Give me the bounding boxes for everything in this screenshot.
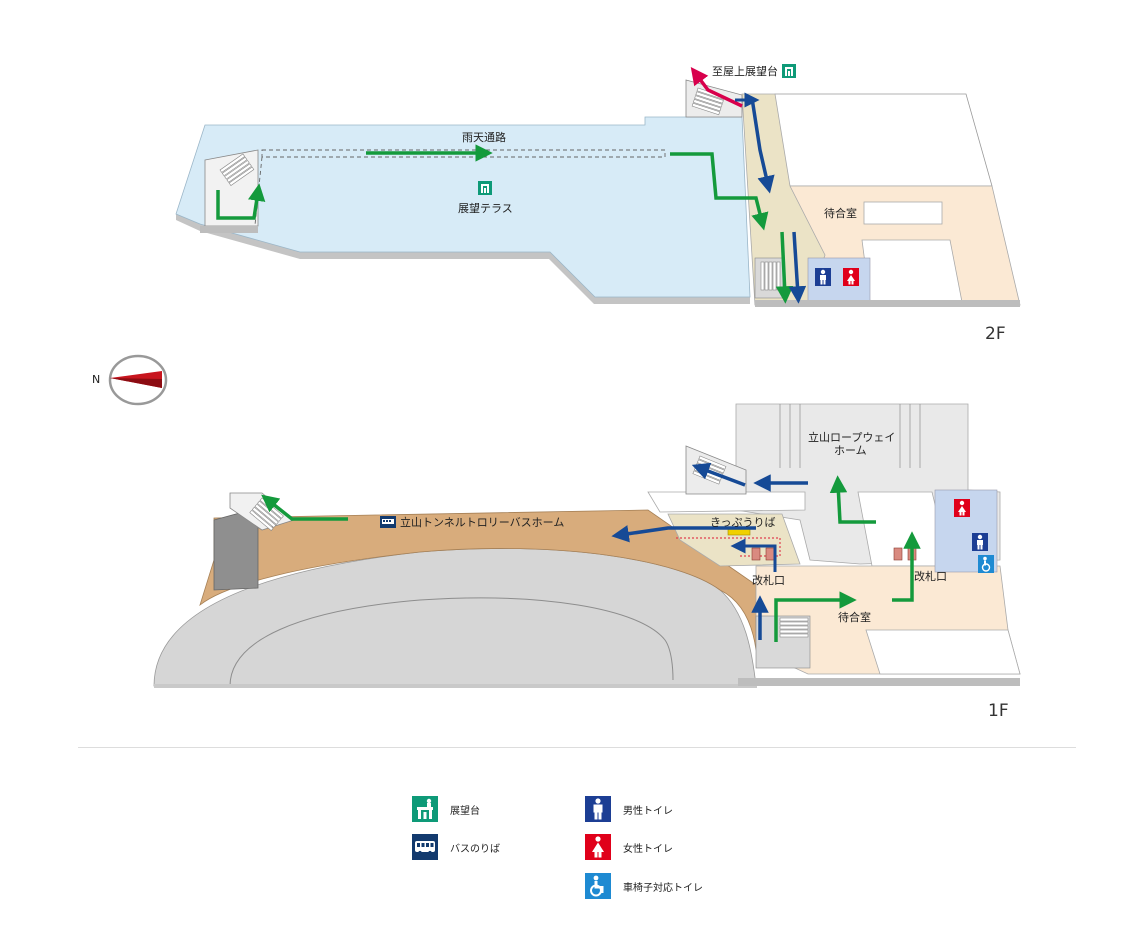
rain-corridor-outline [261, 149, 666, 158]
route-blue-to-bus [611, 525, 756, 543]
route-green-bus-stairs [261, 494, 348, 521]
upper-wall-block [774, 93, 993, 187]
waiting-room-bench [863, 201, 943, 225]
ticket-gate-label-2: 改札口 [914, 569, 947, 583]
stairs-to-1f [760, 261, 781, 291]
observation-deck-icon [478, 181, 492, 195]
route-red-to-rooftop [690, 67, 743, 108]
observation-terrace-area [175, 116, 751, 298]
legend-label: 車椅子対応トイレ [623, 882, 703, 894]
route-blue-from-rooftop [750, 97, 775, 194]
legend-label: 女性トイレ [623, 843, 673, 855]
legend-item-bus: バスのりば [412, 834, 500, 860]
terrace-stair-block [204, 149, 259, 227]
ropeway-platform-label-2: ホーム [834, 444, 867, 457]
building-base-2f [755, 300, 1020, 307]
observation-deck-icon [412, 796, 438, 822]
route-green-gate-2 [892, 531, 921, 602]
route-green-to-stairs [670, 152, 769, 231]
waiting-room-label-1f: 待合室 [838, 610, 871, 624]
room-block-2f [861, 239, 963, 303]
track-inner-line [229, 597, 674, 687]
ticket-office-label: きっぷうりば [710, 516, 776, 529]
rooftop-observation-label: 至屋上展望台 [712, 64, 778, 78]
ropeway-track-lines [779, 404, 921, 468]
bus-icon [380, 516, 396, 528]
route-blue-ropeway-stairs [691, 462, 746, 487]
rain-corridor-label: 雨天通路 [462, 131, 506, 144]
legend-item-wheelchair-toilet: 車椅子対応トイレ [585, 873, 703, 899]
womens-toilet-icon [954, 499, 970, 517]
legend-item-mens-toilet: 男性トイレ [585, 796, 673, 822]
ropeway-corridor-wall [647, 491, 806, 513]
floor-1f: 立山ロープウェイ ホーム 立山トンネルトロリーバスホーム きっぷうりば 改札口 … [153, 403, 1021, 721]
legend-label: 男性トイレ [623, 805, 673, 817]
bus-platform-label: 立山トンネルトロリーバスホーム [400, 515, 564, 529]
waiting-room-label-2f: 待合室 [824, 206, 857, 220]
floor-2f: 至屋上展望台 雨天通路 展望テラス 待合室 2F [175, 64, 1021, 344]
observation-terrace-label: 展望テラス [458, 202, 513, 215]
wheelchair-toilet-icon [585, 873, 611, 899]
building-base-1f [738, 678, 1020, 686]
compass: N [92, 354, 168, 406]
mens-toilet-icon [585, 796, 611, 822]
floor-label-2f: 2F [985, 324, 1006, 344]
legend-item-observation-deck: 展望台 [412, 796, 480, 822]
bus-icon [412, 834, 438, 860]
legend-label: 展望台 [450, 805, 480, 817]
ropeway-platform-label-1: 立山ロープウェイ [808, 430, 895, 444]
compass-north-label: N [92, 373, 100, 386]
entrance-stairs [779, 617, 809, 638]
womens-toilet-icon [585, 834, 611, 860]
legend-label: バスのりば [450, 843, 500, 855]
route-blue-gate-1 [730, 538, 777, 572]
route-green-waiting [774, 591, 857, 642]
mens-toilet-icon [815, 268, 831, 286]
room-block-1f [865, 629, 1021, 675]
mens-toilet-icon [972, 533, 988, 551]
terrace-slab-edge [176, 214, 750, 304]
observation-deck-icon [782, 64, 796, 78]
route-green-to-1f [775, 231, 794, 304]
wheelchair-toilet-icon [978, 555, 994, 573]
track-base [154, 684, 757, 688]
route-green-terrace [216, 183, 266, 220]
terrace-stair-base [200, 226, 258, 233]
ticket-gate-label-1: 改札口 [752, 573, 785, 587]
route-green-ropeway [829, 475, 876, 524]
womens-toilet-icon [843, 268, 859, 286]
route-blue-to-1f [788, 231, 807, 304]
floor-label-1f: 1F [988, 701, 1009, 721]
legend-divider [78, 747, 1076, 748]
legend-item-womens-toilet: 女性トイレ [585, 834, 673, 860]
